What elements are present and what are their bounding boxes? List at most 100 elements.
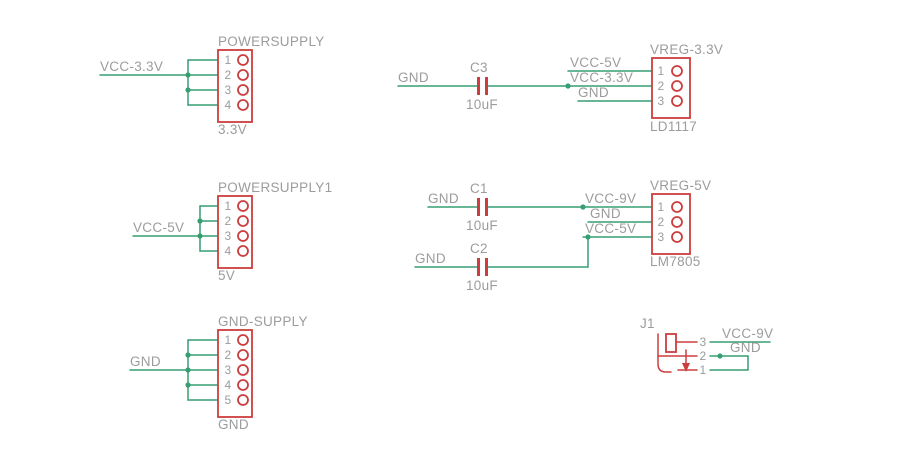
net-label-gnd: GND <box>428 191 459 206</box>
part-name: C3 <box>470 60 488 75</box>
part-value: LD1117 <box>650 119 697 134</box>
junction-dot <box>185 352 191 358</box>
part-name: GND-SUPPLY <box>218 314 308 329</box>
part-value: 10uF <box>466 278 498 293</box>
pin-circle <box>237 349 249 361</box>
junction-dot <box>565 83 571 89</box>
pin-circle <box>237 99 249 111</box>
pin-circle <box>671 80 683 92</box>
net-c3-vcc33[interactable]: GND VCC-3.3V <box>397 70 653 89</box>
net-label-vcc9: VCC-9V <box>585 191 636 206</box>
pin-circle <box>671 95 683 107</box>
part-name: C1 <box>470 181 488 196</box>
net-label-vcc5: VCC-5V <box>570 55 621 70</box>
capacitor-plate <box>477 77 480 95</box>
pin-circle <box>671 231 683 243</box>
pin-circle <box>671 65 683 77</box>
capacitor-plate <box>485 258 488 276</box>
pin-number: 4 <box>225 98 232 112</box>
pin-number: 1 <box>225 199 232 213</box>
pin-number: 5 <box>225 393 232 407</box>
pin-circle <box>237 334 249 346</box>
part-value: 10uF <box>466 97 498 112</box>
junction-dot <box>185 367 191 373</box>
pin-circle <box>237 69 249 81</box>
part-value: GND <box>218 417 249 432</box>
component-gnd-supply[interactable]: GND-SUPPLY 1 2 3 4 5 GND <box>217 314 308 432</box>
pin-number: 4 <box>225 378 232 392</box>
junction-dot <box>580 204 586 210</box>
connector-body <box>217 195 253 269</box>
net-label-vcc5: VCC-5V <box>585 221 636 236</box>
connector-body <box>217 329 253 418</box>
pin-circle <box>237 200 249 212</box>
net-vcc5-vreg33[interactable]: VCC-5V <box>567 55 653 72</box>
pin-number: 2 <box>658 79 665 93</box>
net-label-vcc5: VCC-5V <box>133 220 184 235</box>
component-dc-jack-j1[interactable]: J1 3 2 1 <box>640 316 707 377</box>
net-c2-vcc5[interactable]: VCC-5V GND <box>414 221 653 268</box>
capacitor-plate <box>485 198 488 216</box>
jack-tip <box>665 333 677 353</box>
pin-circle <box>237 379 249 391</box>
net-label-vcc33: VCC-3.3V <box>570 70 633 85</box>
part-value: 10uF <box>466 218 498 233</box>
net-vcc9-j1[interactable]: VCC-9V <box>709 326 773 343</box>
pin-number: 2 <box>225 214 232 228</box>
junction-dot <box>185 87 191 93</box>
junction-dot <box>185 72 191 78</box>
pin-number: 1 <box>225 333 232 347</box>
pin-number: 3 <box>225 229 232 243</box>
component-vreg-3v3[interactable]: VREG-3.3V 1 2 3 LD1117 <box>650 42 723 134</box>
pin-circle <box>237 364 249 376</box>
net-vcc5-powersupply1[interactable]: VCC-5V <box>132 205 219 252</box>
pin-number: 2 <box>225 348 232 362</box>
net-vcc33-powersupply[interactable]: VCC-3.3V <box>99 59 219 106</box>
net-c1-vcc9[interactable]: GND VCC-9V <box>427 191 653 210</box>
part-value: 5V <box>218 268 235 283</box>
component-capacitor-c1[interactable]: C1 10uF <box>466 181 498 233</box>
part-value: LM7805 <box>650 254 701 269</box>
pin-number: 3 <box>225 83 232 97</box>
pin-circle <box>671 201 683 213</box>
pin-circle <box>237 230 249 242</box>
net-label-gnd: GND <box>578 85 609 100</box>
net-gnd-j1[interactable]: GND <box>709 340 761 371</box>
junction-dot <box>197 233 203 239</box>
pin-number: 1 <box>700 363 707 377</box>
pin-circle <box>237 54 249 66</box>
junction-dot <box>197 218 203 224</box>
pin-number: 3 <box>658 230 665 244</box>
capacitor-plate <box>477 258 480 276</box>
net-label-gnd: GND <box>398 70 429 85</box>
net-label-vcc33: VCC-3.3V <box>100 59 163 74</box>
net-label-gnd: GND <box>730 340 761 355</box>
part-name: POWERSUPPLY <box>218 34 325 49</box>
part-name: VREG-5V <box>650 178 711 193</box>
junction-dot <box>717 353 723 359</box>
component-capacitor-c3[interactable]: C3 10uF <box>466 60 498 112</box>
part-name: VREG-3.3V <box>650 42 723 57</box>
pin-circle <box>237 245 249 257</box>
pin-number: 3 <box>658 94 665 108</box>
pin-number: 3 <box>225 363 232 377</box>
component-capacitor-c2[interactable]: C2 10uF <box>466 241 498 293</box>
pin-number: 3 <box>700 335 707 349</box>
pin-number: 2 <box>225 68 232 82</box>
jack-switch-arrowhead <box>682 363 690 372</box>
net-label-vcc9: VCC-9V <box>722 326 773 341</box>
component-powersupply1-5v[interactable]: POWERSUPPLY1 1 2 3 4 5V <box>217 180 332 283</box>
pin-circle <box>237 394 249 406</box>
net-gnd-gndsupply[interactable]: GND <box>129 339 219 401</box>
net-gnd-vreg33[interactable]: GND <box>577 85 653 102</box>
component-vreg-5v[interactable]: VREG-5V 1 2 3 LM7805 <box>650 178 711 269</box>
pin-circle <box>671 216 683 228</box>
pin-number: 1 <box>658 64 665 78</box>
pin-number: 1 <box>658 200 665 214</box>
net-gnd-vreg5[interactable]: GND <box>587 206 653 223</box>
regulator-body <box>651 193 691 255</box>
pin-number: 2 <box>658 215 665 229</box>
component-powersupply-3v3[interactable]: POWERSUPPLY 1 2 3 4 3.3V <box>217 34 325 137</box>
